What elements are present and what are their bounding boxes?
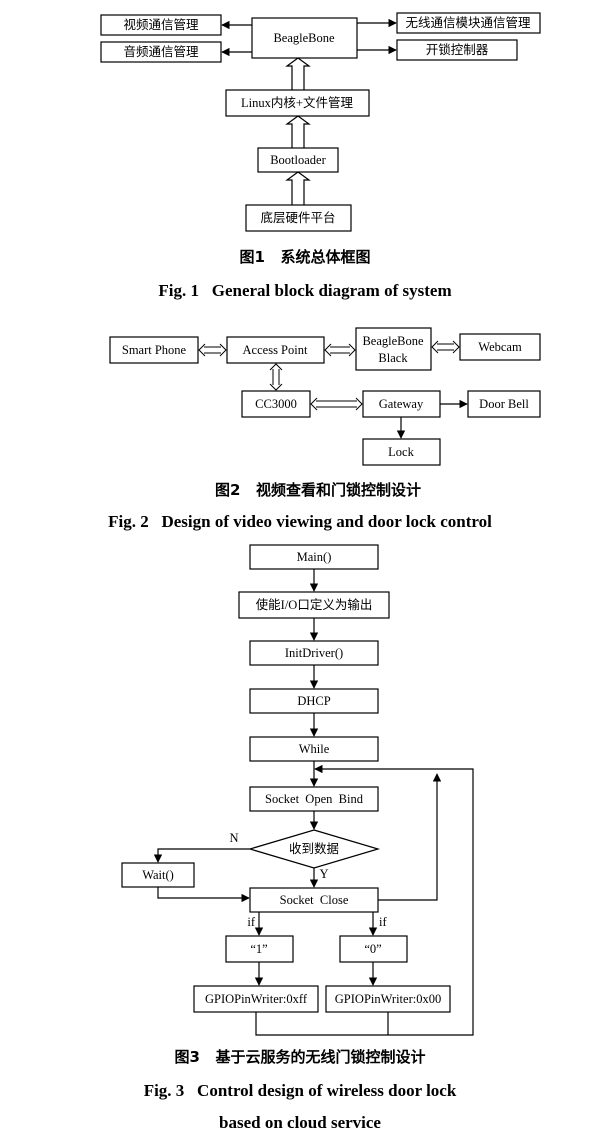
socket-open-label: Socket Open Bind — [265, 792, 364, 806]
arrow-diamond-to-wait — [153, 848, 250, 863]
gpio-00-box — [325, 985, 451, 1013]
wireless-module-box — [396, 12, 541, 34]
val-zero-label: “0” — [364, 942, 381, 956]
gpio-ff-box — [193, 985, 319, 1013]
figure-1: 视频通信管理 音频通信管理 BeagleBone 无线通信模块通信管理 开锁控制… — [100, 12, 541, 300]
bbb-label-line2: Black — [378, 351, 408, 365]
enable-io-label: 使能I/O口定义为输出 — [256, 597, 373, 612]
gateway-label: Gateway — [379, 397, 424, 411]
hollow-arrow-boot-to-linux — [285, 115, 311, 148]
figure-2: Smart Phone Access Point BeagleBone Blac… — [108, 327, 541, 531]
door-bell-label: Door Bell — [479, 397, 529, 411]
socket-open-box — [249, 786, 379, 812]
cc3000-label: CC3000 — [255, 397, 297, 411]
fig1-caption-cn: 图1 系统总体框图 — [239, 248, 370, 266]
figure-3: Main() 使能I/O口定义为输出 InitDriver() DHCP Whi… — [121, 544, 474, 1132]
wait-box — [121, 862, 195, 888]
while-label: While — [299, 742, 330, 756]
link-cc3000-gateway — [310, 397, 363, 411]
link-phone-ap — [198, 343, 227, 357]
lock-label: Lock — [388, 445, 414, 459]
unlock-controller-box — [396, 39, 518, 61]
hollow-arrow-hw-to-boot — [285, 171, 311, 205]
y-label: Y — [319, 867, 328, 881]
video-comm-label: 视频通信管理 — [123, 17, 199, 32]
dhcp-box — [249, 688, 379, 714]
main-label: Main() — [297, 550, 332, 564]
wireless-module-label: 无线通信模块通信管理 — [405, 15, 531, 30]
arrow-wait-to-socket-close — [157, 887, 250, 903]
linux-box — [225, 89, 370, 117]
bootloader-label: Bootloader — [270, 153, 326, 167]
n-label: N — [229, 831, 238, 845]
if-right-label: if — [379, 915, 387, 929]
gpio-00-label: GPIOPinWriter:0x00 — [335, 992, 441, 1006]
access-point-box — [226, 336, 325, 364]
video-comm-box — [100, 14, 222, 36]
fig3-caption-cn: 图3 基于云服务的无线门锁控制设计 — [174, 1048, 425, 1066]
enable-io-box — [238, 591, 390, 619]
lock-box — [362, 438, 441, 466]
init-driver-box — [249, 640, 379, 666]
beaglebone-label: BeagleBone — [273, 31, 335, 45]
init-driver-label: InitDriver() — [285, 646, 343, 660]
link-bbb-webcam — [431, 340, 460, 354]
fig1-caption-en: Fig. 1 General block diagram of system — [158, 281, 451, 300]
access-point-label: Access Point — [243, 343, 308, 357]
bbb-box — [355, 327, 432, 371]
socket-close-box — [249, 887, 379, 913]
beaglebone-box — [251, 17, 358, 59]
wait-label: Wait() — [142, 868, 174, 882]
audio-comm-label: 音频通信管理 — [123, 44, 199, 59]
arrow-socket-close-loop — [378, 773, 442, 901]
fig3-caption-en-line2: based on cloud service — [219, 1113, 381, 1132]
fig2-caption-en: Fig. 2 Design of video viewing and door … — [108, 512, 492, 531]
fig2-caption-cn: 图2 视频查看和门锁控制设计 — [215, 481, 421, 499]
hollow-arrow-linux-to-bb — [285, 57, 311, 90]
cc3000-box — [241, 390, 311, 418]
webcam-label: Webcam — [478, 340, 522, 354]
link-ap-bbb — [324, 343, 356, 357]
dhcp-label: DHCP — [297, 694, 330, 708]
unlock-controller-label: 开锁控制器 — [426, 42, 489, 57]
bbb-label-line1: BeagleBone — [362, 334, 424, 348]
link-ap-cc3000 — [269, 363, 283, 391]
fig3-caption-en-line1: Fig. 3 Control design of wireless door l… — [144, 1081, 457, 1100]
smart-phone-label: Smart Phone — [122, 343, 187, 357]
arrow-gpio-loop-back — [255, 764, 474, 1036]
if-left-label: if — [247, 915, 255, 929]
socket-close-label: Socket Close — [280, 893, 349, 907]
val-one-label: “1” — [250, 942, 267, 956]
webcam-box — [459, 333, 541, 361]
hardware-label: 底层硬件平台 — [260, 210, 335, 225]
gateway-box — [362, 390, 441, 418]
door-bell-box — [467, 390, 541, 418]
while-box — [249, 736, 379, 762]
gpio-ff-label: GPIOPinWriter:0xff — [205, 992, 308, 1006]
receive-label: 收到数据 — [289, 841, 339, 856]
hardware-box — [245, 204, 352, 232]
smart-phone-box — [109, 336, 199, 364]
audio-comm-box — [100, 41, 222, 63]
val-one-box — [225, 935, 294, 963]
linux-label: Linux内核+文件管理 — [241, 95, 353, 110]
